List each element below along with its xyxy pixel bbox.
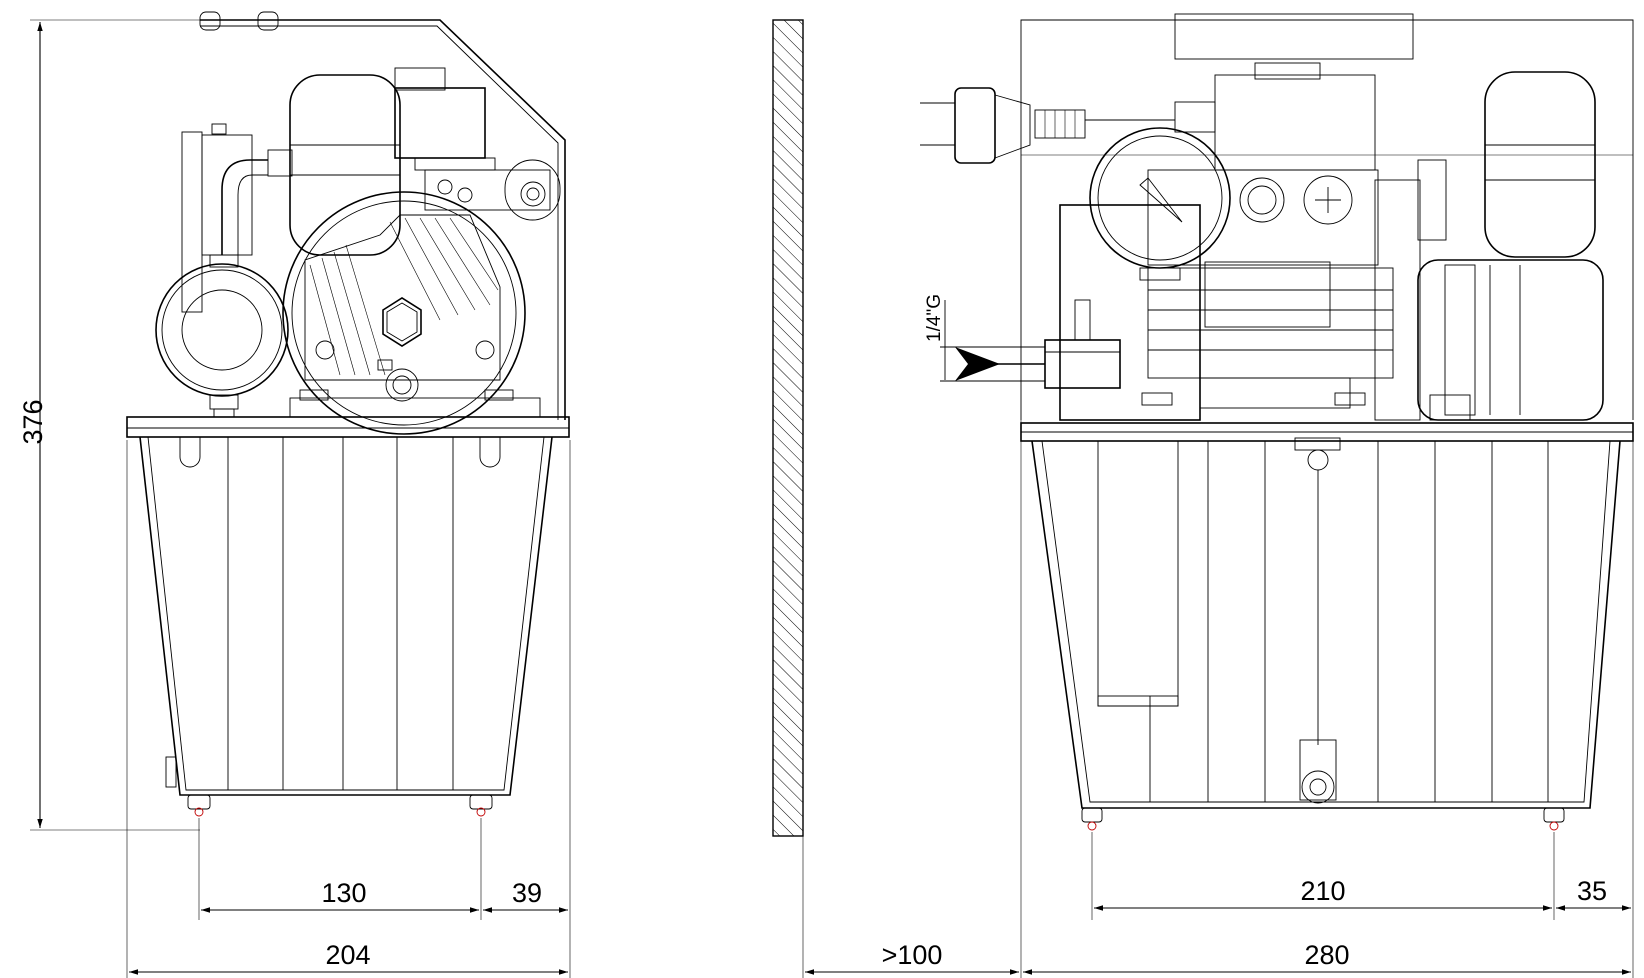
pressure-gauge-side <box>1089 127 1231 281</box>
pump-motor <box>282 191 541 435</box>
dim-foot-offset-side: 35 <box>1577 876 1607 906</box>
side-view <box>920 13 1634 831</box>
carry-handle <box>199 11 566 420</box>
oil-reservoir <box>126 416 570 817</box>
dim-width-side: 280 <box>1304 940 1349 970</box>
cooling-fins <box>309 217 499 376</box>
oil-reservoir-side <box>1020 422 1634 831</box>
power-plug <box>920 87 1175 164</box>
dim-height-total: 376 <box>18 399 48 444</box>
motor-side <box>1374 71 1604 421</box>
junction-box <box>394 67 561 221</box>
filler-cap <box>221 74 401 256</box>
side-envelope <box>1020 13 1634 420</box>
dim-foot-offset-front: 39 <box>512 878 542 908</box>
outlet-port <box>940 299 1121 389</box>
dim-foot-spacing-side: 210 <box>1300 876 1345 906</box>
pressure-gauge-front <box>155 123 289 418</box>
valve-block <box>1059 62 1394 421</box>
wall-section <box>772 19 804 837</box>
dim-port-thread: 1/4"G <box>924 294 945 342</box>
dim-wall-clearance: >100 <box>882 940 943 970</box>
dim-width-front: 204 <box>325 940 370 970</box>
front-view <box>126 11 570 817</box>
dim-foot-spacing-front: 130 <box>321 878 366 908</box>
dimensions: 376 130 39 204 >100 280 210 35 1/ <box>18 19 1634 978</box>
